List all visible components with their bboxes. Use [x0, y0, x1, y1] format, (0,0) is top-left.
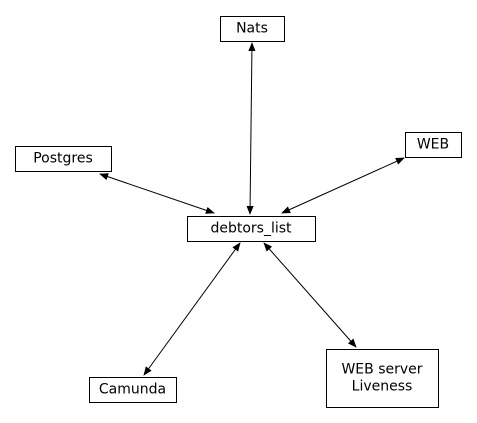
- node-box-web-server-liveness: [326, 349, 439, 408]
- node-label-line: Nats: [236, 21, 268, 37]
- node-label-line: WEB server: [341, 362, 422, 378]
- edge-debtors-list-to-web: [281, 157, 405, 214]
- node-label-debtors-list: debtors_list: [210, 221, 292, 237]
- node-nats: Nats: [220, 16, 285, 42]
- node-label-line: debtors_list: [210, 221, 292, 237]
- edge-debtors-list-to-nats: [246, 42, 256, 215]
- node-box-debtors-list: [187, 216, 316, 242]
- node-label-nats: Nats: [236, 21, 268, 37]
- edge-debtors-list-to-web-server-liveness: [263, 242, 357, 348]
- node-label-line: Postgres: [33, 151, 93, 167]
- node-camunda: Camunda: [89, 377, 177, 403]
- node-label-camunda: Camunda: [99, 382, 166, 398]
- node-debtors-list: debtors_list: [187, 216, 316, 242]
- edge-debtors-list-to-camunda: [143, 242, 241, 376]
- edges-layer: [99, 42, 405, 376]
- node-box-postgres: [15, 146, 112, 172]
- node-box-camunda: [89, 377, 177, 403]
- node-box-web: [405, 132, 462, 158]
- node-label-line: Liveness: [352, 379, 413, 395]
- node-label-line: WEB: [417, 137, 449, 153]
- edge-debtors-list-to-postgres: [99, 173, 215, 214]
- node-label-web: WEB: [417, 137, 449, 153]
- node-label-postgres: Postgres: [33, 151, 93, 167]
- node-label-line: Camunda: [99, 382, 166, 398]
- node-web: WEB: [405, 132, 462, 158]
- node-box-nats: [220, 16, 285, 42]
- node-postgres: Postgres: [15, 146, 112, 172]
